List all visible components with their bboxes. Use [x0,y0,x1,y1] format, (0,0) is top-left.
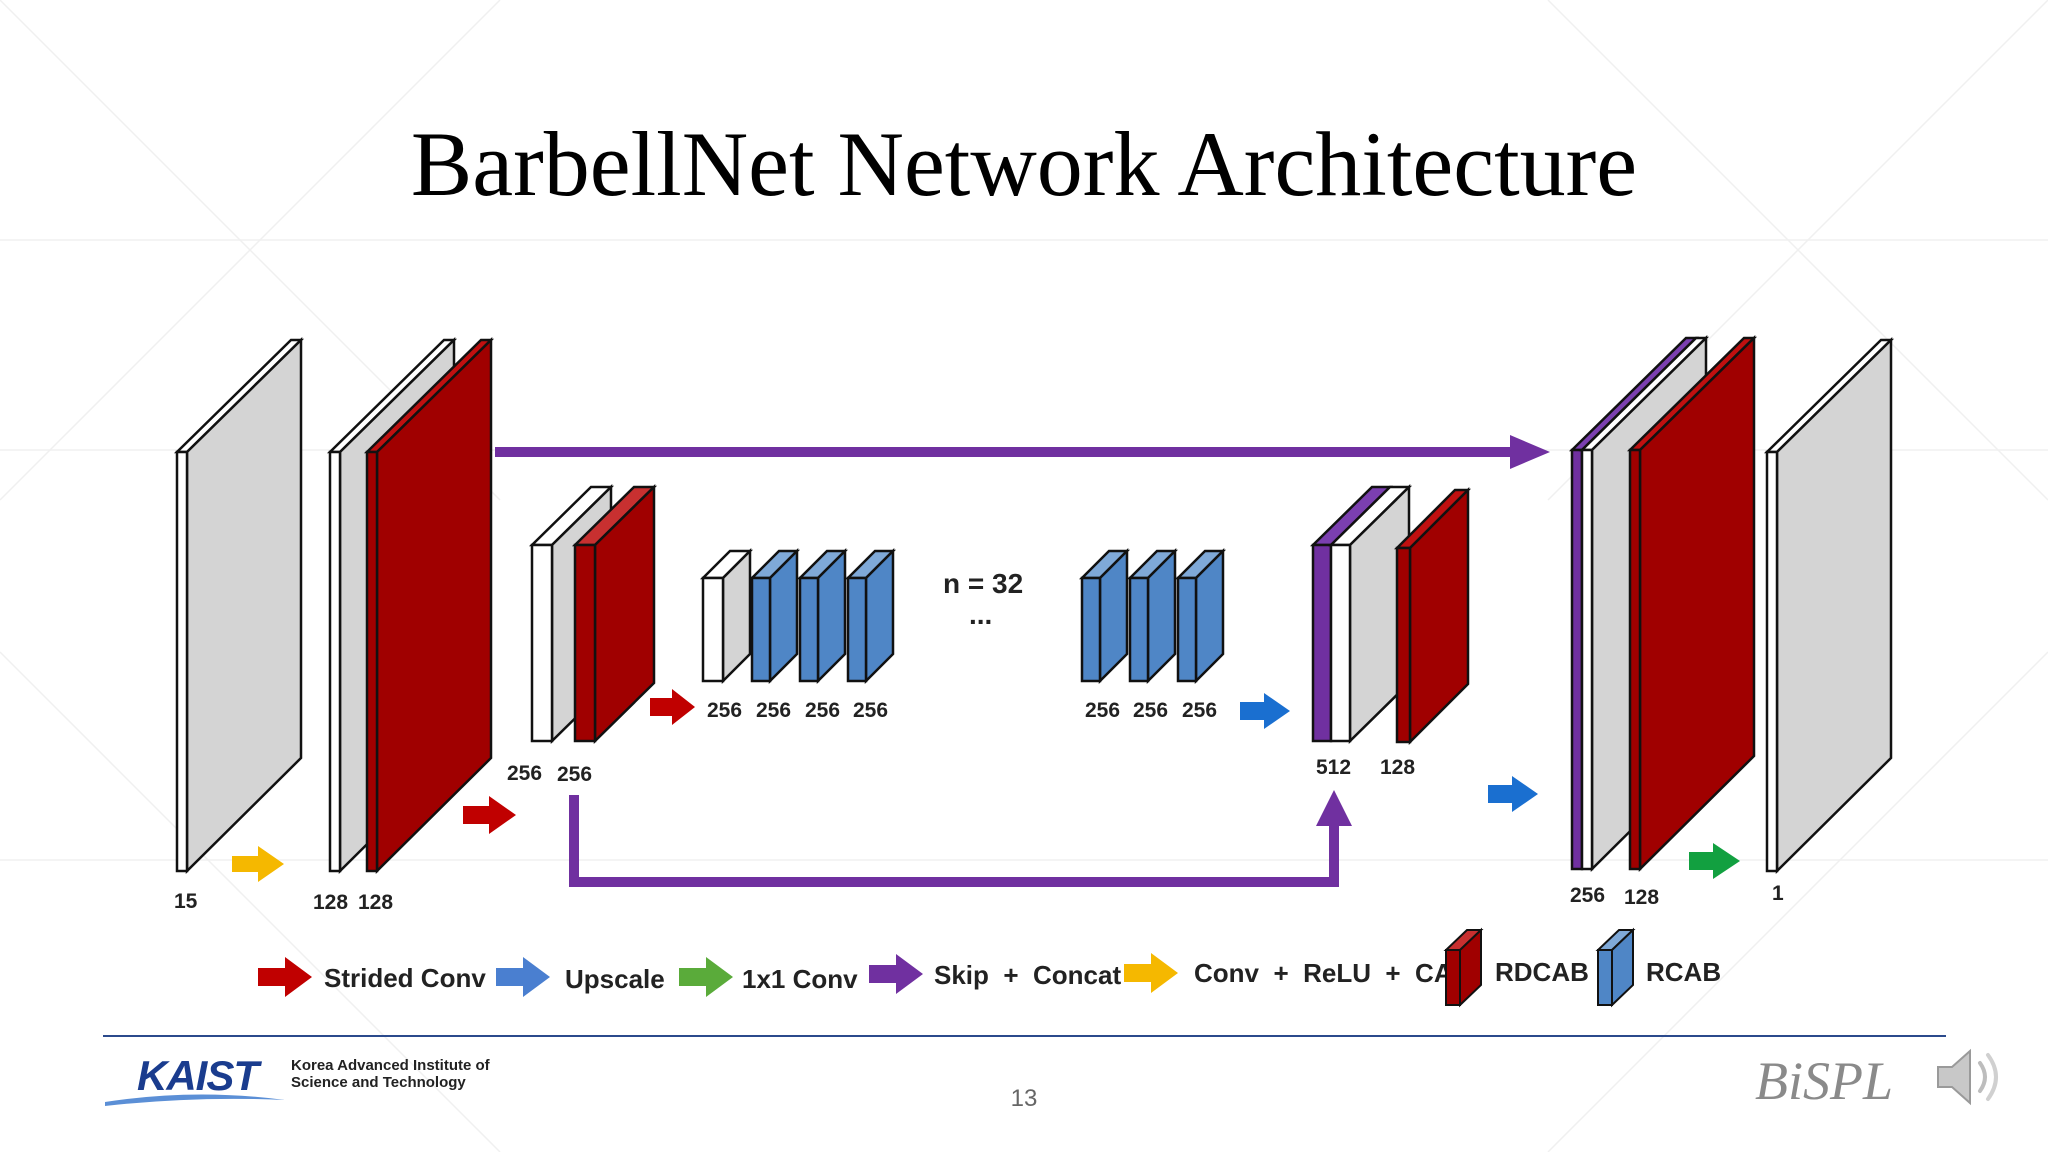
red-arrow-icon [650,689,695,725]
blue-arrow-icon [496,957,550,997]
bispl-logo: BiSPL [1755,1051,1894,1111]
legend-item-strided-conv: Strided Conv [258,957,486,997]
legend-label: RCAB [1646,957,1721,987]
legend-item-skip-concat: Skip + Concat [869,954,1121,994]
red-arrow-icon [463,796,516,834]
channel-label: 256 [557,763,592,786]
yellow-arrow-icon [1124,953,1178,993]
rcab-block [844,547,897,685]
middle-block-gray [699,547,754,685]
legend-label: 1x1 Conv [742,964,858,994]
rdcab-block-4 [1626,335,1758,872]
channel-label: 15 [174,890,198,913]
channel-label: 256 [707,699,742,722]
legend-label: RDCAB [1495,957,1589,987]
rcab-block [1174,547,1227,685]
rcab-block [748,547,801,685]
kaist-logo-swoosh [105,1094,285,1106]
legend-item-upscale: Upscale [496,957,665,997]
legend-item-rdcab: RDCAB [1443,927,1589,1008]
legend-item-1x1-conv: 1x1 Conv [679,957,858,997]
legend-item-conv-relu-ca: Conv + ReLU + CA [1124,953,1453,993]
yellow-arrow-icon [232,846,284,882]
channel-label: 128 [1380,756,1415,779]
channel-label: 256 [853,699,888,722]
kaist-logo: KAIST [137,1052,259,1099]
blue-arrow-icon [1240,693,1290,729]
rdcab-block-3 [1393,486,1472,746]
page-number: 13 [1010,1085,1038,1112]
skip-connection-top [495,435,1550,469]
channel-label: 256 [1182,699,1217,722]
channel-label: 256 [756,699,791,722]
legend-label: Upscale [565,964,665,994]
green-arrow-icon [1689,843,1740,879]
skip-connection-bottom [569,790,1352,887]
legend-label: Skip + Concat [934,960,1121,990]
slide-title: BarbellNet Network Architecture [410,113,1638,215]
rdcab-block-2 [571,484,658,744]
channel-label: 256 [805,699,840,722]
legend-label: Strided Conv [324,963,486,993]
repeat-count-label: n = 32 [943,568,1023,599]
output-block [1763,337,1895,874]
footer-divider [103,1035,1946,1037]
legend-item-rcab: RCAB [1595,927,1721,1008]
channel-label: 512 [1316,756,1351,779]
channel-label: 256 [1570,884,1605,907]
speaker-icon[interactable] [1930,1037,2010,1117]
legend-label: Conv + ReLU + CA [1194,958,1453,988]
rcab-block-icon [1595,927,1636,1008]
decoder-block-1 [1309,484,1413,744]
channel-label: 256 [1133,699,1168,722]
rcab-block [1078,547,1131,685]
rdcab-block-icon [1443,927,1484,1008]
channel-label: 1 [1772,882,1784,905]
red-arrow-icon [258,957,312,997]
channel-label: 128 [1624,886,1659,909]
purple-arrow-icon [869,954,923,994]
institute-line-1: Korea Advanced Institute of [291,1057,490,1074]
channel-label: 128 [313,891,348,914]
rcab-block [796,547,849,685]
green-arrow-icon [679,957,733,997]
rdcab-block-1 [363,337,495,874]
channel-label: 256 [1085,699,1120,722]
input-block [173,337,305,874]
rcab-block [1126,547,1179,685]
channel-label: 128 [358,891,393,914]
institute-line-2: Science and Technology [291,1074,466,1091]
channel-label: 256 [507,762,542,785]
legend: Strided Conv Upscale 1x1 Conv Skip + Con… [258,927,1721,1008]
ellipsis-label: ... [969,599,992,630]
blue-arrow-icon [1488,776,1538,812]
institute-name: Korea Advanced Institute of Science and … [291,1057,531,1091]
